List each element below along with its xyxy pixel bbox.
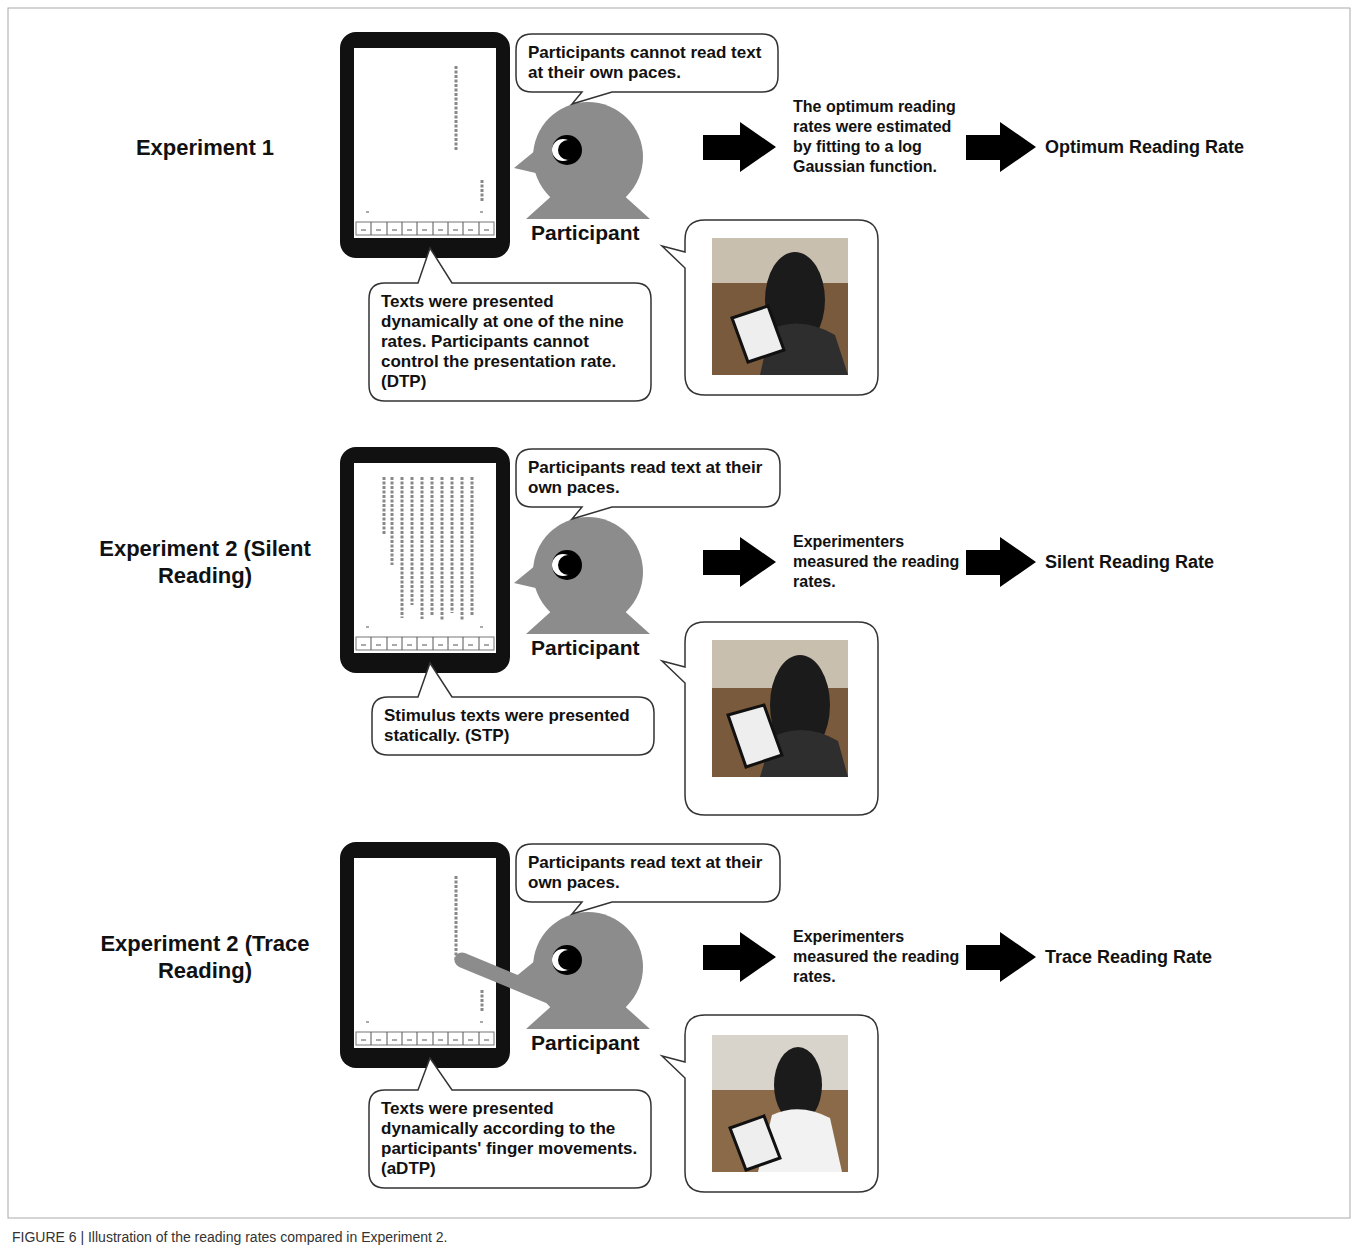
participant-eye bbox=[552, 550, 582, 580]
block-arrow bbox=[703, 932, 776, 982]
participant-pupil bbox=[558, 140, 578, 160]
photo-bubble bbox=[662, 1015, 878, 1192]
bubble-text: Texts were presented dynamically accordi… bbox=[381, 1099, 639, 1179]
process-note: Experimenters measured the reading rates… bbox=[793, 927, 965, 987]
speech-bubble: Participants read text at their own pace… bbox=[516, 844, 780, 902]
bubble-text: Stimulus texts were presented statically… bbox=[384, 706, 642, 746]
screen-text-columns bbox=[456, 66, 482, 202]
result-label: Trace Reading Rate bbox=[1045, 946, 1212, 968]
speech-bubble: Participants read text at their own pace… bbox=[516, 449, 780, 507]
block-arrow bbox=[703, 537, 776, 587]
tablet-frame bbox=[340, 842, 510, 1068]
screen-text-columns bbox=[456, 876, 482, 1012]
bubble-shape bbox=[372, 663, 654, 755]
tablet-toolbar bbox=[356, 1032, 494, 1045]
block-arrow bbox=[966, 932, 1036, 982]
process-note: Experimenters measured the reading rates… bbox=[793, 532, 965, 592]
screen-marks bbox=[366, 1021, 483, 1023]
participant-pupil bbox=[558, 950, 578, 970]
photo-tablet bbox=[732, 306, 784, 362]
tablet-frame bbox=[340, 32, 510, 258]
tablet-screen bbox=[354, 48, 496, 238]
bubble-text: Participants read text at their own pace… bbox=[528, 853, 768, 893]
tablet-toolbar bbox=[356, 222, 494, 235]
speech-bubble: Participants cannot read text at their o… bbox=[516, 34, 778, 92]
bubble-text: Participants cannot read text at their o… bbox=[528, 43, 766, 83]
block-arrow bbox=[703, 122, 776, 172]
speech-bubble: Texts were presented dynamically accordi… bbox=[369, 1090, 651, 1188]
result-label: Silent Reading Rate bbox=[1045, 551, 1214, 573]
figure-caption: FIGURE 6 | Illustration of the reading r… bbox=[12, 1229, 448, 1245]
photo-tablet bbox=[730, 1116, 780, 1170]
block-arrow bbox=[966, 537, 1036, 587]
figure-label: Participant bbox=[531, 1031, 640, 1055]
photo-background bbox=[712, 238, 848, 375]
bubble-text: Participants read text at their own pace… bbox=[528, 458, 768, 498]
section-illustration bbox=[340, 842, 1036, 1192]
participant-body bbox=[526, 607, 650, 634]
figure-label: Participant bbox=[531, 221, 640, 245]
process-note: The optimum reading rates were estimated… bbox=[793, 97, 965, 177]
figure-label: Participant bbox=[531, 636, 640, 660]
section-illustration bbox=[340, 32, 1036, 395]
screen-marks bbox=[366, 211, 483, 213]
screen-text-columns bbox=[384, 477, 472, 621]
participant-body bbox=[526, 192, 650, 219]
participant-body bbox=[526, 1002, 650, 1029]
photo-tablet bbox=[728, 705, 782, 767]
bubble-text: Texts were presented dynamically at one … bbox=[381, 292, 639, 392]
bubble-shape bbox=[516, 844, 780, 914]
participant-pupil bbox=[558, 555, 578, 575]
photo-background bbox=[712, 1035, 848, 1172]
toolbar-buttons bbox=[361, 637, 489, 650]
bubble-shape bbox=[369, 248, 651, 401]
panel-heading: Experiment 2 (Silent Reading) bbox=[90, 535, 320, 589]
participant-beak bbox=[514, 565, 540, 589]
participant-beak bbox=[514, 150, 540, 174]
figure-frame bbox=[8, 8, 1350, 1218]
tablet-screen bbox=[354, 858, 496, 1048]
tablet-frame bbox=[340, 447, 510, 673]
panel-heading: Experiment 1 bbox=[90, 134, 320, 161]
bubble-shape bbox=[369, 1058, 651, 1188]
result-label: Optimum Reading Rate bbox=[1045, 136, 1244, 158]
photo-background bbox=[712, 640, 848, 777]
section-illustration bbox=[340, 447, 1036, 815]
participant-eye bbox=[552, 135, 582, 165]
photo-bubble bbox=[662, 622, 878, 815]
toolbar-buttons bbox=[361, 1032, 489, 1045]
toolbar-buttons bbox=[361, 222, 489, 235]
speech-bubble: Stimulus texts were presented statically… bbox=[372, 697, 654, 755]
bubble-shape bbox=[516, 34, 778, 104]
speech-bubble: Texts were presented dynamically at one … bbox=[369, 283, 651, 401]
panel-heading: Experiment 2 (Trace Reading) bbox=[90, 930, 320, 984]
bubble-shape bbox=[516, 449, 780, 519]
photo-bubble bbox=[662, 220, 878, 395]
block-arrow bbox=[966, 122, 1036, 172]
tablet-toolbar bbox=[356, 637, 494, 650]
participant-beak bbox=[514, 960, 540, 984]
screen-marks bbox=[366, 626, 483, 628]
tablet-screen bbox=[354, 463, 496, 653]
participant-eye bbox=[552, 945, 582, 975]
